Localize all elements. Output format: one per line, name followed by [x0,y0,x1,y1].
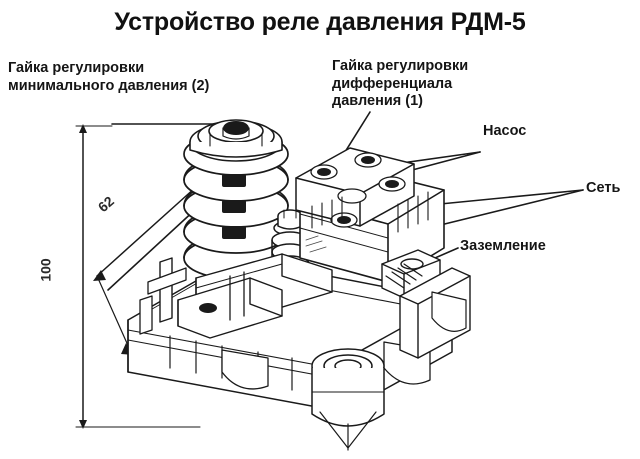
dimension-label-height: 100 [37,258,54,282]
differential-adjustment-nut [277,209,303,230]
callout-pump: Насос [483,123,527,139]
min-pressure-adjustment-nut [189,119,283,162]
nut-center-bolt [223,121,249,135]
left-bracket [139,267,187,335]
callout-ground: Заземление [460,238,546,254]
center-shaft [229,271,245,321]
pressure-port [311,348,385,451]
callout-min-pressure-nut: Гайка регулировки минимального давления … [8,60,210,94]
terminal-comb-ribs [311,191,429,233]
left-post [159,257,173,323]
ground-wires [385,263,423,289]
page-title: Устройство реле давления РДМ-5 [114,8,526,36]
right-housing [399,267,471,359]
block-texture [305,235,327,253]
callout-differential-nut: Гайка регулировки дифференциала давления… [332,58,469,110]
screw-terminals [310,152,406,228]
dimension-height-100 [75,124,201,429]
callout-mains: Сеть [586,180,621,196]
spring-inner-marks [222,174,246,239]
